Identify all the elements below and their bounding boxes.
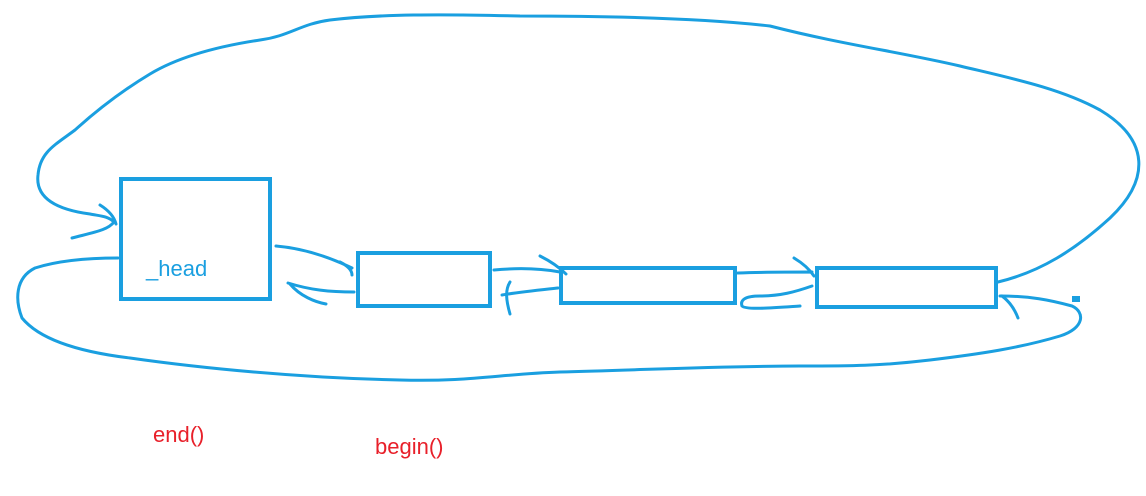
head-node-label: _head: [145, 256, 207, 281]
arrow-node1-to-node2: [492, 254, 568, 276]
arrow-node3-to-node2: [740, 284, 814, 310]
arrow-node1-to-head: [286, 281, 356, 306]
arrow-head-to-node1: [274, 244, 354, 277]
list-node-3: [815, 266, 998, 309]
top-loop-arrow: [36, 13, 1141, 284]
arrow-node2-to-node1: [500, 280, 560, 316]
list-node-1: [356, 251, 492, 308]
stray-dot: [1072, 296, 1080, 302]
end-label: end(): [153, 422, 204, 447]
begin-label: begin(): [375, 434, 443, 459]
bottom-loop-arrow: [16, 256, 1083, 382]
arrow-node2-to-node3: [736, 256, 816, 278]
head-node: [119, 177, 272, 301]
top-loop-arrowhead: [98, 203, 118, 226]
list-node-2: [559, 266, 737, 305]
bottom-loop-arrowhead: [1000, 294, 1020, 320]
